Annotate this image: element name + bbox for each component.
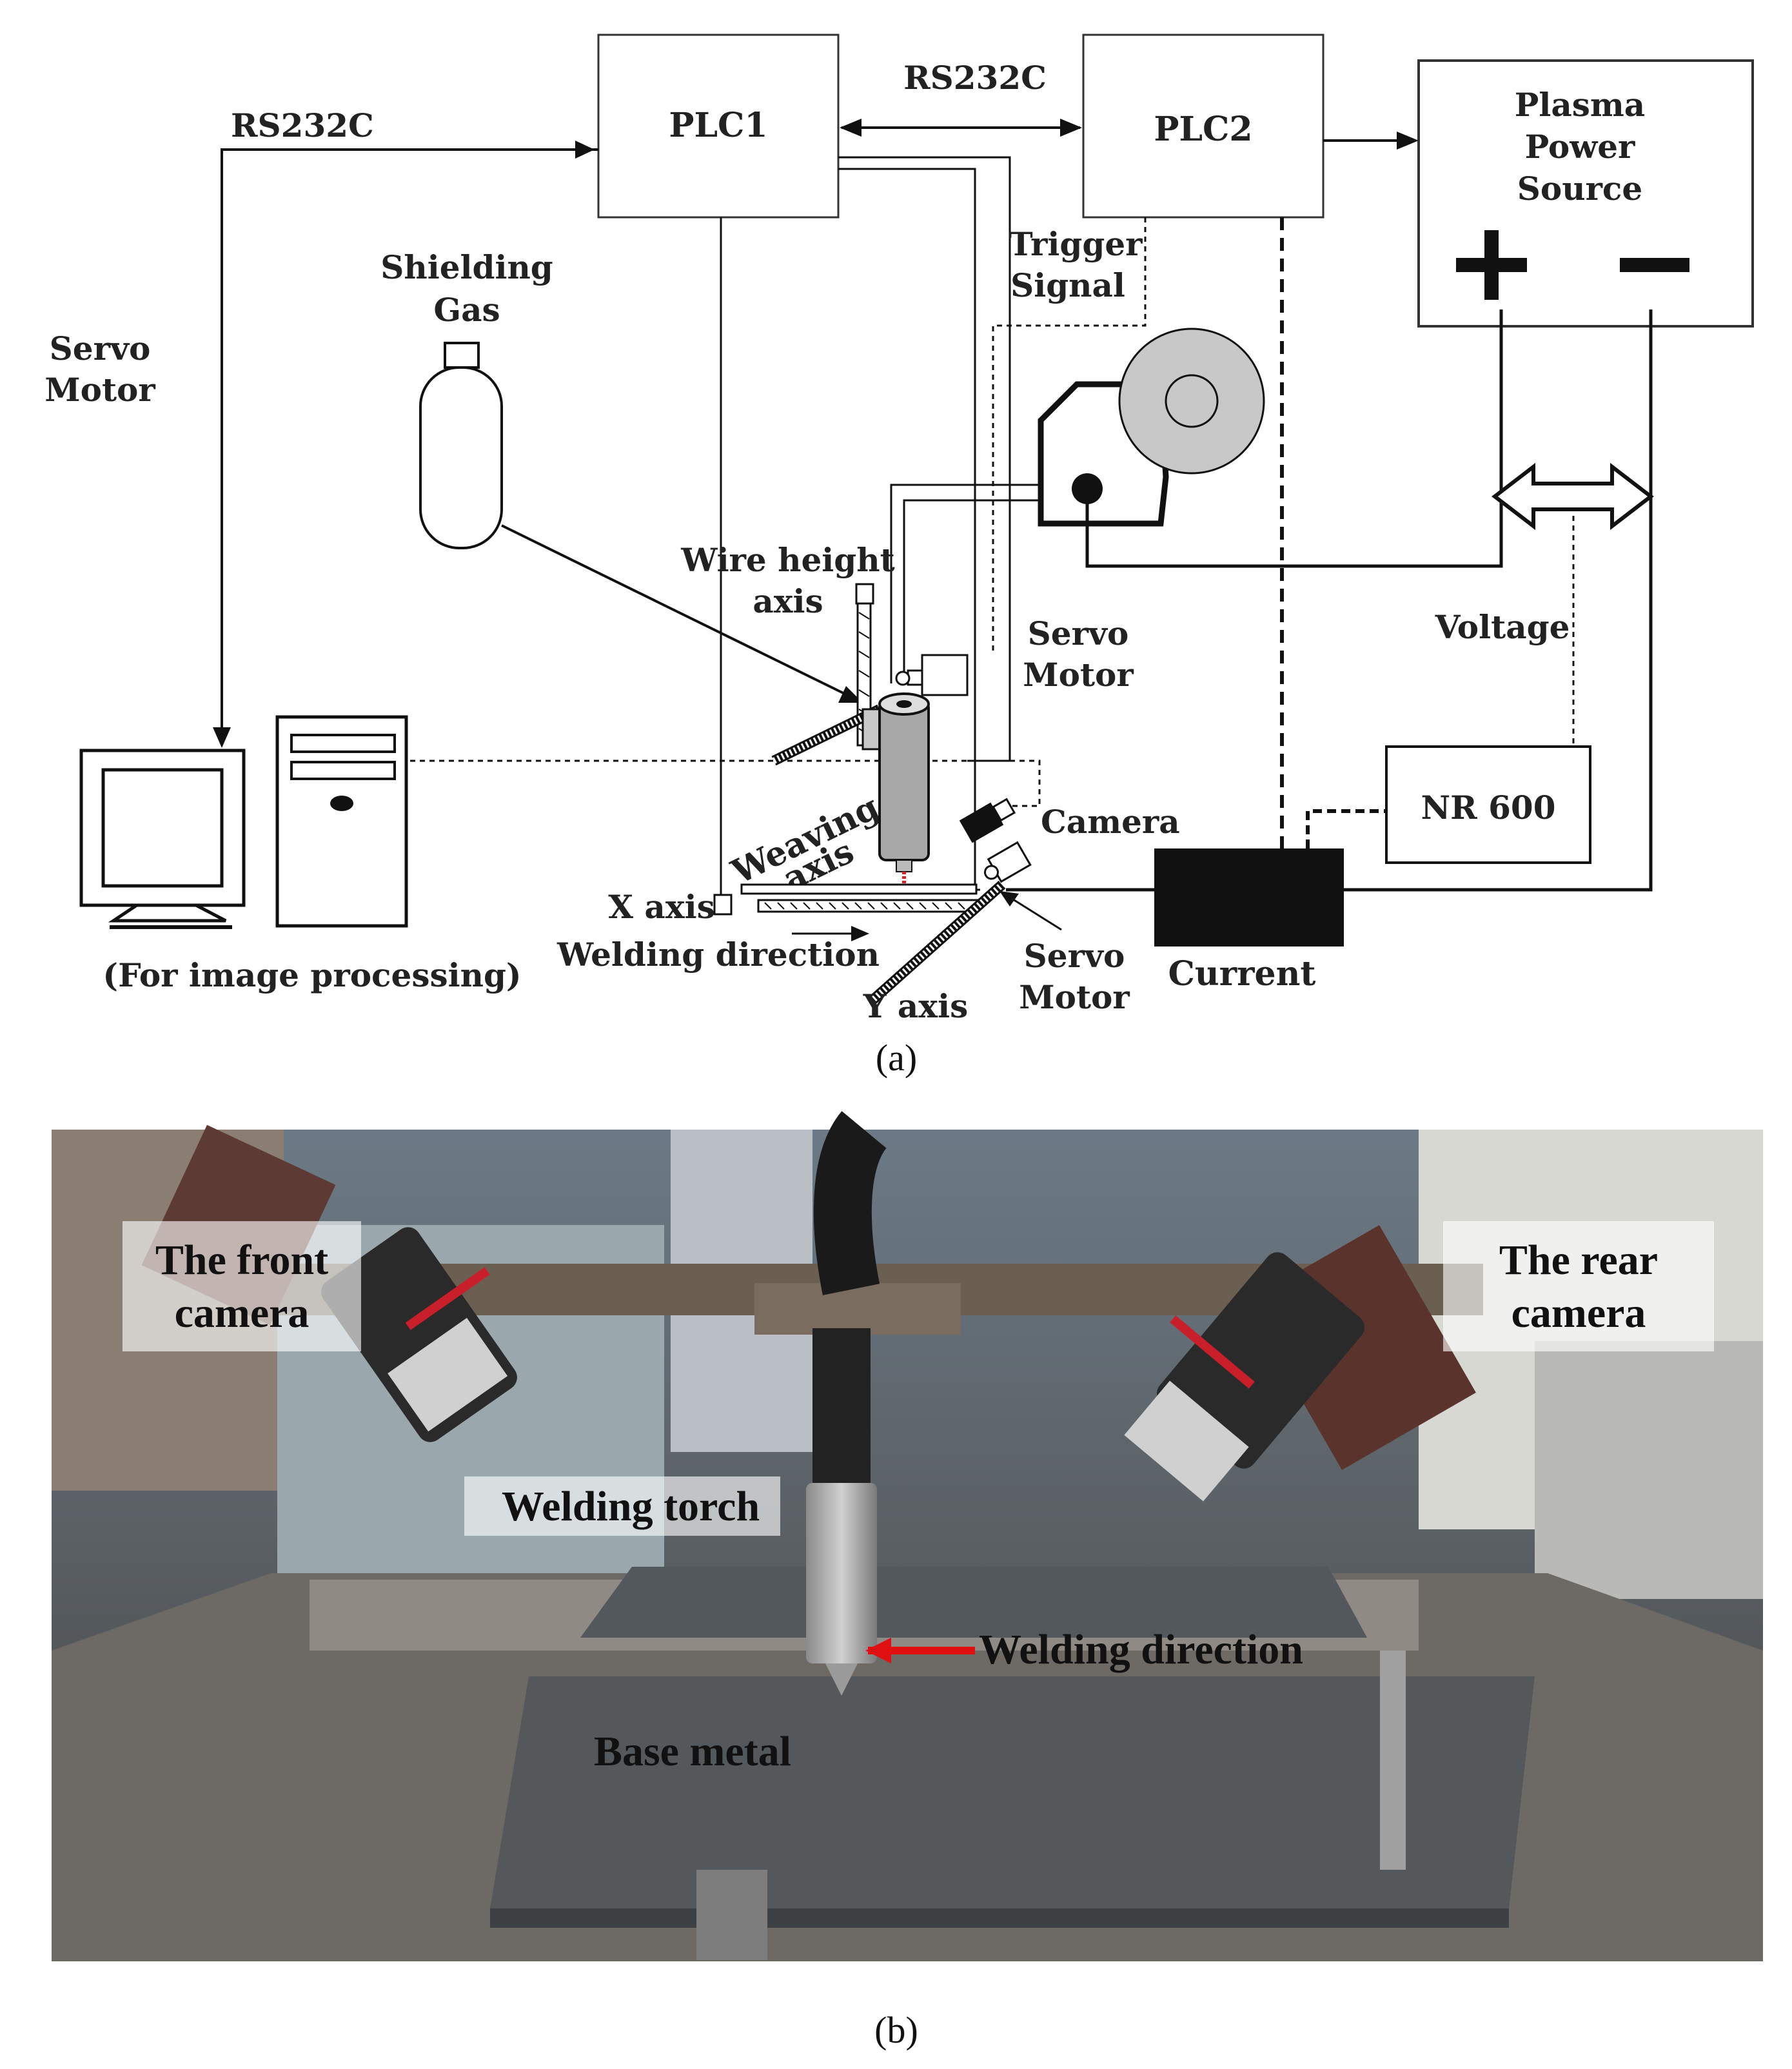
clamp-bolt bbox=[1380, 1651, 1406, 1870]
rs232-left-label: RS232C bbox=[231, 106, 374, 144]
gas-cylinder-icon bbox=[419, 342, 503, 549]
image-processing-label: (For image processing) bbox=[103, 956, 521, 994]
voltage-label: Voltage bbox=[1435, 608, 1570, 646]
weaving-axis-icon bbox=[771, 704, 882, 766]
voltage-double-arrow-icon bbox=[1492, 462, 1654, 531]
base-metal-plate bbox=[490, 1676, 1535, 1908]
welding-direction-photo-label: Welding direction bbox=[979, 1626, 1303, 1673]
servo-motor-mid-label-2: Motor bbox=[1023, 656, 1134, 694]
label-front-camera: The front camera bbox=[123, 1221, 361, 1351]
nr600-label: NR 600 bbox=[1421, 789, 1555, 827]
wire-feeder-icon bbox=[1038, 328, 1265, 527]
schematic-diagram: PLC1 PLC2 Plasma Power Source RS232C RS2… bbox=[44, 34, 1754, 1079]
welding-torch-photo bbox=[806, 1111, 888, 1696]
servo-motor-top-icon bbox=[895, 654, 969, 696]
setup-photo: The front camera The rear camera Welding… bbox=[52, 1111, 1763, 1961]
minus-terminal-icon bbox=[1620, 258, 1689, 272]
power-source-line-1: Plasma bbox=[1515, 86, 1645, 124]
caption-a: (a) bbox=[876, 1037, 917, 1079]
front-camera-label-1: The front bbox=[155, 1237, 328, 1284]
plc1-block: PLC1 bbox=[597, 34, 840, 219]
wire-height-label-2: axis bbox=[753, 582, 823, 620]
label-rear-camera: The rear camera bbox=[1443, 1221, 1714, 1351]
camera-icon bbox=[959, 798, 1016, 843]
computer-tower-icon bbox=[275, 715, 408, 928]
rs232-top-label: RS232C bbox=[903, 59, 1047, 97]
shielding-gas-label-1: Shielding bbox=[380, 248, 553, 286]
rear-camera-label-2: camera bbox=[1511, 1289, 1646, 1337]
shielding-gas-label-2: Gas bbox=[433, 291, 500, 329]
welding-direction-label: Welding direction bbox=[556, 936, 880, 974]
welding-torch-icon bbox=[878, 692, 930, 886]
camera-label: Camera bbox=[1041, 803, 1180, 841]
servo-motor-left-label-2: Motor bbox=[44, 371, 155, 409]
power-source-line-3: Source bbox=[1517, 170, 1642, 208]
caption-b: (b) bbox=[874, 2009, 918, 2051]
trigger-signal-label-1: Trigger bbox=[1009, 225, 1143, 263]
fixture-plate bbox=[580, 1567, 1367, 1638]
current-sensor-block bbox=[1154, 848, 1344, 946]
computer-monitor-icon bbox=[79, 749, 246, 929]
base-metal-label: Base metal bbox=[594, 1728, 791, 1775]
servo-motor-bottom-label-1: Servo bbox=[1024, 937, 1125, 975]
rear-camera-label-1: The rear bbox=[1499, 1237, 1658, 1284]
plasma-power-source-block: Plasma Power Source bbox=[1417, 59, 1754, 328]
trigger-signal-label-2: Signal bbox=[1010, 266, 1125, 304]
y-axis-rail-icon bbox=[867, 841, 1032, 1006]
plc2-block: PLC2 bbox=[1082, 34, 1324, 219]
rear-camera-icon bbox=[1124, 1225, 1476, 1502]
welding-torch-label: Welding torch bbox=[502, 1483, 760, 1530]
front-camera-label-2: camera bbox=[175, 1289, 310, 1337]
servo-motor-left-label-1: Servo bbox=[50, 329, 151, 368]
servo-motor-bottom-label-2: Motor bbox=[1019, 978, 1130, 1016]
servo-motor-mid-label-1: Servo bbox=[1028, 614, 1129, 652]
wire-height-label-1: Wire height bbox=[680, 541, 894, 579]
nr600-block bbox=[1385, 745, 1591, 864]
x-axis-label: X axis bbox=[608, 888, 715, 926]
label-welding-direction: Welding direction bbox=[865, 1626, 1303, 1673]
power-source-line-2: Power bbox=[1525, 128, 1635, 166]
x-axis-table-icon bbox=[713, 883, 979, 916]
plc2-label: PLC2 bbox=[1154, 110, 1252, 149]
current-label: Current bbox=[1168, 954, 1316, 994]
y-axis-label: Y axis bbox=[863, 987, 968, 1025]
rs232-link-left bbox=[221, 148, 598, 743]
plc1-label: PLC1 bbox=[669, 106, 767, 145]
label-welding-torch: Welding torch bbox=[464, 1476, 780, 1536]
